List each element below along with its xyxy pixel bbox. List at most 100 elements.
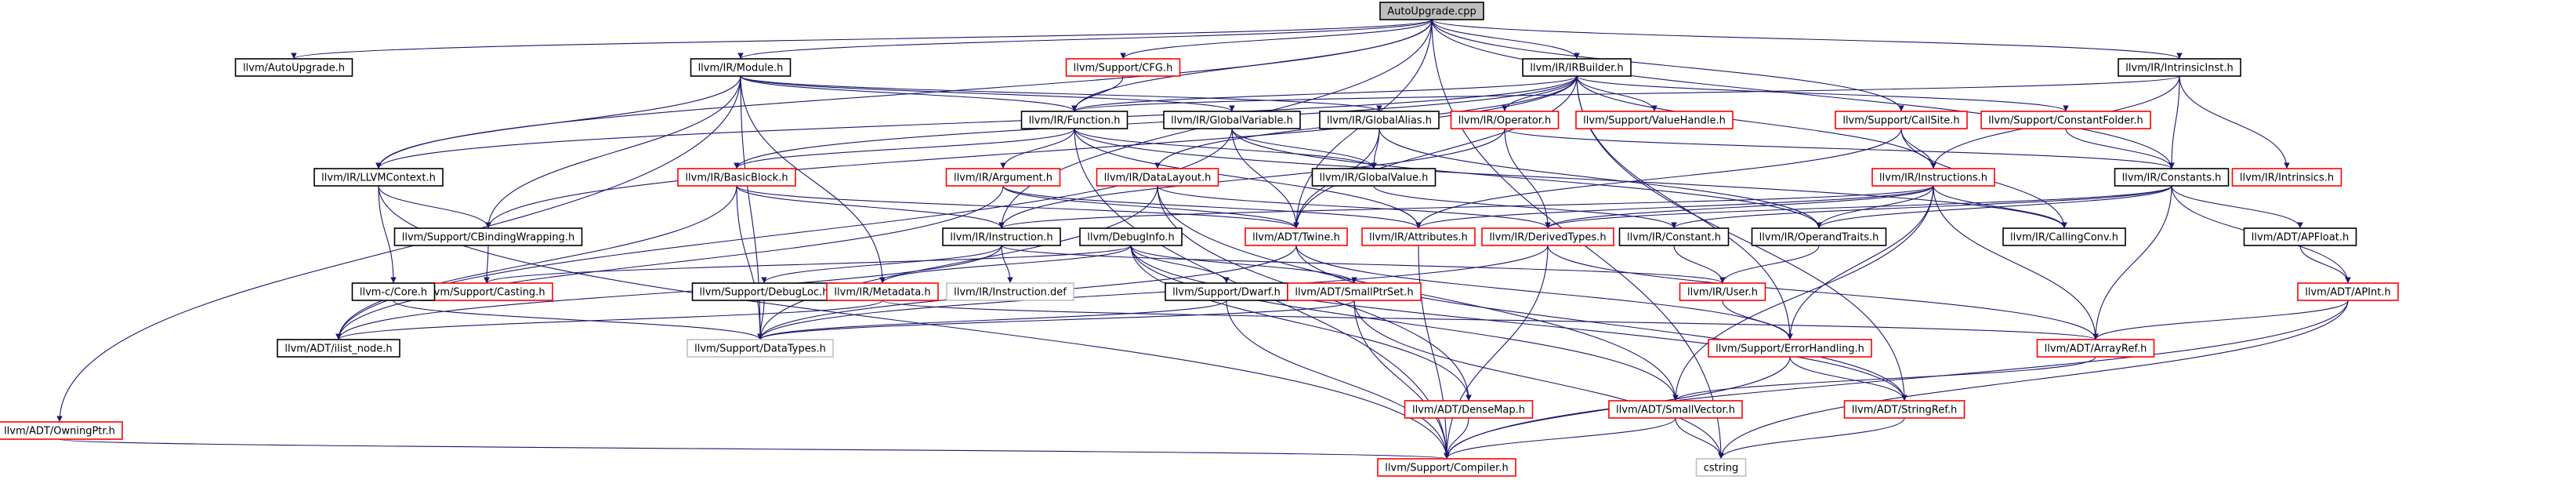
node-instruction-def[interactable]: llvm/IR/Instruction.def [946, 282, 1074, 301]
node-core-h[interactable]: llvm-c/Core.h [351, 282, 436, 301]
node-label: llvm/IR/CallingConv.h [2010, 232, 2118, 244]
node-datalayout-h[interactable]: llvm/IR/DataLayout.h [1096, 168, 1219, 187]
edge-globalvariable-h-to-globalvalue-h [1231, 128, 1377, 169]
node-constantfolder-h[interactable]: llvm/Support/ConstantFolder.h [1980, 111, 2151, 129]
node-label: llvm/IR/DataLayout.h [1104, 173, 1212, 184]
node-box [2231, 168, 2342, 187]
node-label: llvm/Support/CFG.h [1074, 63, 1173, 75]
node-box [826, 282, 939, 301]
edge-constants-h-to-apfloat-h [2171, 185, 2303, 229]
node-box [393, 227, 583, 246]
edge-cbindingwrapping-h-to-casting-h [484, 245, 490, 284]
node-debugloc-h[interactable]: llvm/Support/DebugLoc.h [691, 282, 837, 301]
node-cstring[interactable]: cstring [1695, 458, 1747, 477]
node-label: llvm/Support/Casting.h [428, 287, 545, 299]
node-owningptr-h[interactable]: llvm/ADT/OwningPtr.h [0, 421, 123, 440]
node-dwarf-h[interactable]: llvm/Support/Dwarf.h [1165, 282, 1288, 301]
node-argument-h[interactable]: llvm/IR/Argument.h [945, 168, 1061, 187]
node-compiler-h[interactable]: llvm/Support/Compiler.h [1377, 458, 1516, 477]
node-user-h[interactable]: llvm/IR/User.h [1679, 282, 1766, 301]
node-globalalias-h[interactable]: llvm/IR/GlobalAlias.h [1319, 111, 1440, 129]
node-intrinsics-h[interactable]: llvm/IR/Intrinsics.h [2231, 168, 2342, 187]
node-label: llvm/AutoUpgrade.h [243, 63, 345, 75]
node-twine-h[interactable]: llvm/ADT/Twine.h [1245, 227, 1348, 246]
node-label: llvm/IR/Constants.h [2122, 173, 2222, 184]
node-apfloat-h[interactable]: llvm/ADT/APFloat.h [2243, 227, 2357, 246]
node-box [1096, 168, 1219, 187]
edge-instructions-h-to-instruction-h [998, 185, 1934, 229]
node-constants-h[interactable]: llvm/IR/Constants.h [2114, 168, 2230, 187]
node-cfg-h[interactable]: llvm/Support/CFG.h [1065, 58, 1181, 77]
node-label: llvm/IR/Function.h [1029, 115, 1121, 127]
node-root[interactable]: AutoUpgrade.cpp [1379, 2, 1484, 20]
node-datatypes-h[interactable]: llvm/Support/DataTypes.h [687, 339, 834, 358]
node-basicblock-h[interactable]: llvm/IR/BasicBlock.h [677, 168, 796, 187]
node-intrinsicinst-h[interactable]: llvm/IR/IntrinsicInst.h [2118, 58, 2241, 77]
node-derivedtypes-h[interactable]: llvm/IR/DerivedTypes.h [1481, 227, 1614, 246]
node-module-h[interactable]: llvm/IR/Module.h [690, 58, 792, 77]
edge-globalalias-h-to-operandtraits-h [1379, 128, 1822, 229]
node-arrayref-h[interactable]: llvm/ADT/ArrayRef.h [2036, 339, 2155, 358]
edge-operandtraits-h-to-user-h [1719, 245, 1820, 284]
node-box [1679, 282, 1766, 301]
node-ilist-node-h[interactable]: llvm/ADT/ilist_node.h [277, 339, 400, 358]
edge-owningptr-h-to-compiler-h [59, 438, 1449, 460]
edge-module-h-to-metadata-h [740, 75, 886, 284]
edge-smallptrset-h-to-compiler-h [1353, 300, 1450, 460]
node-box [1522, 58, 1632, 77]
edge-smallvector-h-to-cstring [1675, 417, 1724, 460]
node-instructions-h[interactable]: llvm/IR/Instructions.h [1871, 168, 1995, 187]
edge-user-h-to-errorhandling-h [1722, 300, 1793, 340]
node-function-h[interactable]: llvm/IR/Function.h [1020, 111, 1129, 129]
node-errorhandling-h[interactable]: llvm/Support/ErrorHandling.h [1708, 339, 1872, 358]
node-box [1871, 168, 1995, 187]
node-box [1751, 227, 1887, 246]
edge-root-to-callsite-h [1431, 19, 1904, 112]
node-metadata-h[interactable]: llvm/IR/Metadata.h [826, 282, 939, 301]
edge-root-to-irbuilder-h [1431, 19, 1580, 60]
nodes-layer: AutoUpgrade.cpp llvm/AutoUpgrade.h llvm/IR… [0, 2, 2399, 477]
node-callsite-h[interactable]: llvm/Support/CallSite.h [1835, 111, 1968, 129]
node-label: llvm/IR/Attributes.h [1369, 232, 1468, 244]
node-label: llvm/DebugInfo.h [1087, 232, 1174, 244]
node-label: llvm/Support/DebugLoc.h [700, 287, 829, 299]
node-casting-h[interactable]: llvm/Support/Casting.h [420, 282, 553, 301]
node-callingconv-h[interactable]: llvm/IR/CallingConv.h [2002, 227, 2126, 246]
node-instruction-h[interactable]: llvm/IR/Instruction.h [942, 227, 1061, 246]
edge-irbuilder-h-to-operator-h [1502, 75, 1578, 112]
node-label: llvm/Support/ValueHandle.h [1583, 115, 1726, 127]
node-label: llvm/IR/Instruction.h [950, 232, 1053, 244]
node-attributes-h[interactable]: llvm/IR/Attributes.h [1361, 227, 1476, 246]
node-label: llvm/IR/IRBuilder.h [1530, 63, 1623, 75]
node-autoupgrade-h[interactable]: llvm/AutoUpgrade.h [234, 58, 353, 77]
node-llvmcontext-h[interactable]: llvm/IR/LLVMContext.h [313, 168, 444, 187]
node-constant-h[interactable]: llvm/IR/Constant.h [1618, 227, 1730, 246]
node-label: llvm/IR/Metadata.h [834, 287, 930, 299]
node-apint-h[interactable]: llvm/ADT/APInt.h [2297, 282, 2399, 301]
node-irbuilder-h[interactable]: llvm/IR/IRBuilder.h [1522, 58, 1632, 77]
node-smallptrset-h[interactable]: llvm/ADT/SmallPtrSet.h [1287, 282, 1422, 301]
node-box [1079, 227, 1183, 246]
node-operator-h[interactable]: llvm/IR/Operator.h [1450, 111, 1560, 129]
node-operandtraits-h[interactable]: llvm/IR/OperandTraits.h [1751, 227, 1887, 246]
node-cbindingwrapping-h[interactable]: llvm/Support/CBindingWrapping.h [393, 227, 583, 246]
node-box [1608, 400, 1743, 419]
node-label: llvm/ADT/StringRef.h [1852, 405, 1957, 416]
node-label: llvm/IR/Module.h [698, 63, 784, 75]
node-box [677, 168, 796, 187]
node-globalvalue-h[interactable]: llvm/IR/GlobalValue.h [1311, 168, 1437, 187]
node-debuginfo-h[interactable]: llvm/DebugInfo.h [1079, 227, 1183, 246]
node-smallvector-h[interactable]: llvm/ADT/SmallVector.h [1608, 400, 1743, 419]
edge-debuginfo-h-to-smallvector-h [1130, 245, 1679, 402]
edge-basicblock-h-to-instruction-h [736, 185, 1005, 229]
node-box [1575, 111, 1734, 129]
node-box [1020, 111, 1129, 129]
node-densemap-h[interactable]: llvm/ADT/DenseMap.h [1404, 400, 1534, 419]
node-globalvariable-h[interactable]: llvm/IR/GlobalVariable.h [1163, 111, 1301, 129]
edge-instruction-h-to-user-h [1001, 245, 1726, 284]
node-stringref-h[interactable]: llvm/ADT/StringRef.h [1843, 400, 1966, 419]
node-label: llvm/Support/ConstantFolder.h [1988, 115, 2143, 127]
node-valuehandle-h[interactable]: llvm/Support/ValueHandle.h [1575, 111, 1734, 129]
node-label: cstring [1704, 463, 1738, 474]
edge-constantfolder-h-to-constants-h [2065, 128, 2175, 169]
